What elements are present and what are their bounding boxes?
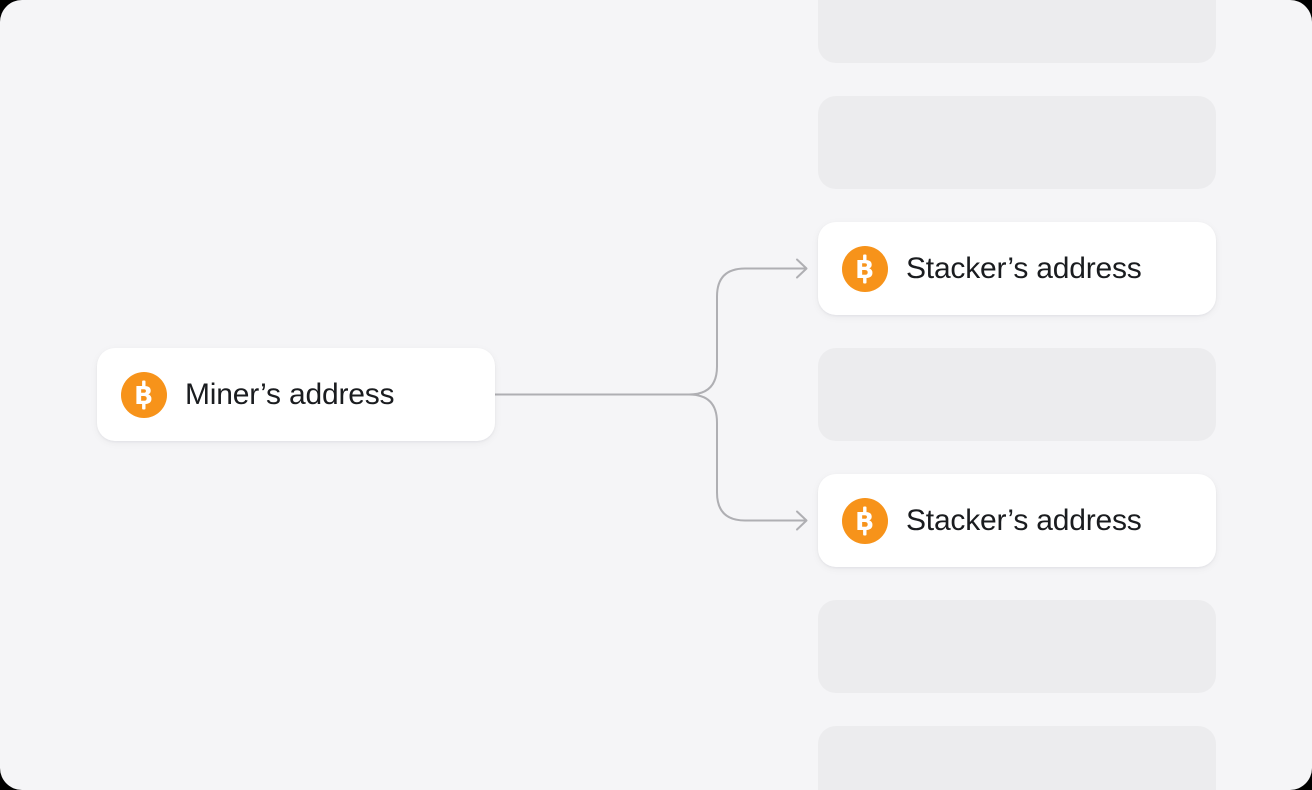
svg-text:B: B bbox=[855, 507, 874, 536]
svg-text:B: B bbox=[855, 255, 874, 284]
placeholder-block bbox=[818, 0, 1216, 63]
arrowhead-2 bbox=[796, 510, 808, 531]
placeholder-block bbox=[818, 600, 1216, 693]
bitcoin-icon: B bbox=[842, 245, 888, 292]
placeholder-block bbox=[818, 726, 1216, 790]
svg-text:B: B bbox=[134, 381, 153, 410]
placeholder-block bbox=[818, 348, 1216, 441]
stacker-address-node-1: B Stacker’s address bbox=[818, 222, 1216, 315]
arrow-to-stacker-1 bbox=[493, 267, 807, 396]
output-list: B Stacker’s address B Stacker’s address bbox=[818, 0, 1216, 790]
miner-address-node: B Miner’s address bbox=[97, 348, 495, 441]
placeholder-block bbox=[818, 96, 1216, 189]
stacker-address-label: Stacker’s address bbox=[906, 503, 1142, 537]
miner-address-label: Miner’s address bbox=[185, 377, 395, 411]
stacker-address-node-2: B Stacker’s address bbox=[818, 474, 1216, 567]
arrowhead-1 bbox=[796, 258, 808, 279]
stacker-address-label: Stacker’s address bbox=[906, 251, 1142, 285]
arrow-to-stacker-2 bbox=[493, 393, 807, 522]
bitcoin-icon: B bbox=[121, 371, 167, 418]
bitcoin-icon: B bbox=[842, 497, 888, 544]
